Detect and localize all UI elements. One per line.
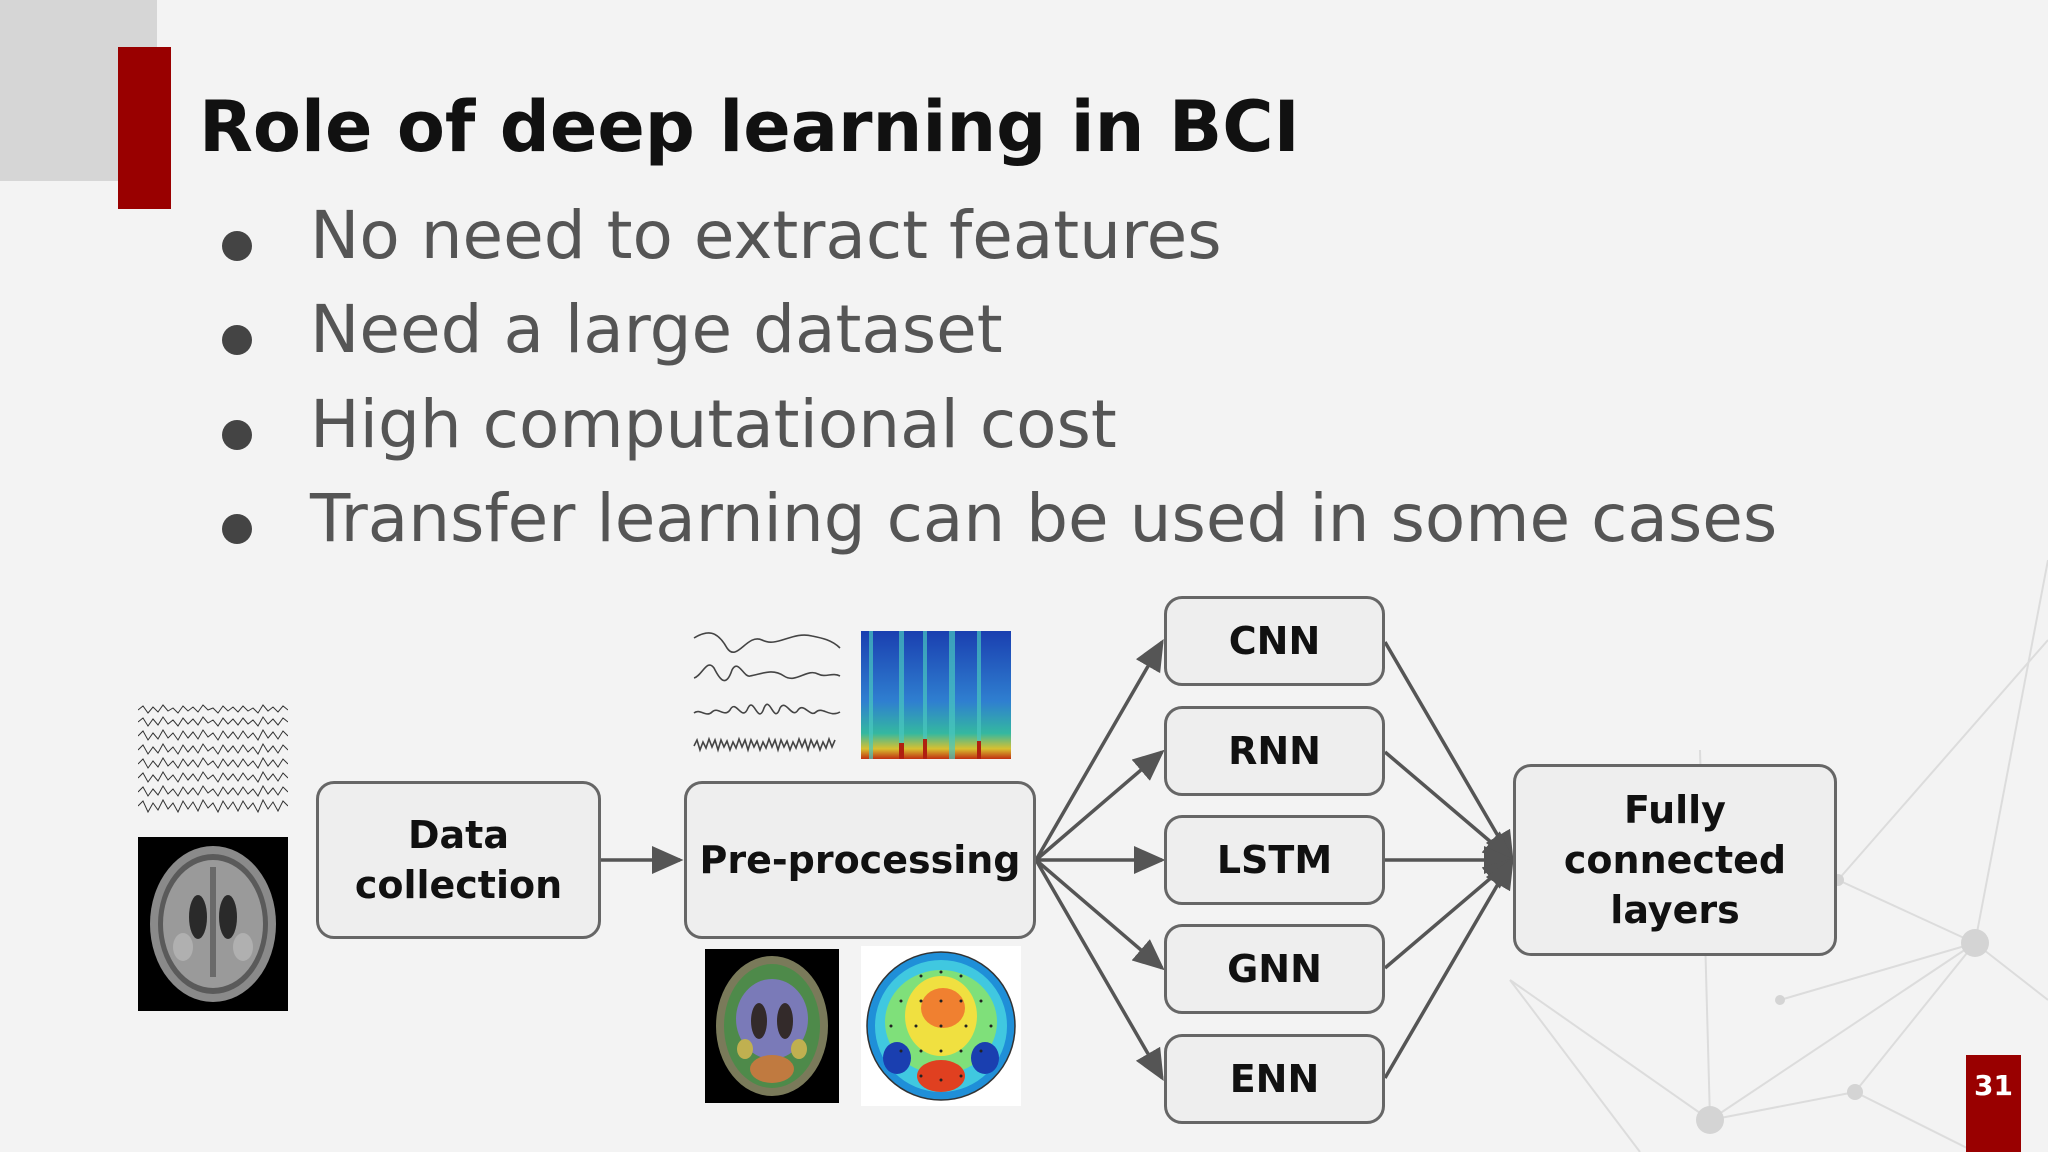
model-label: ENN bbox=[1229, 1056, 1320, 1101]
arrow-to-enn bbox=[1034, 859, 1164, 1082]
model-box-cnn: CNN bbox=[1164, 596, 1385, 686]
bullet-dot bbox=[222, 420, 252, 450]
page-number: 31 bbox=[1966, 1055, 2021, 1152]
arrow-to-rnn bbox=[1034, 749, 1165, 862]
arrow-cnn-to-fc bbox=[1383, 641, 1514, 864]
fully-connected-label: Fully connected layers bbox=[1563, 787, 1787, 933]
bullet-text: Need a large dataset bbox=[310, 291, 1003, 368]
preprocessing-label: Pre-processing bbox=[699, 837, 1021, 882]
bullet-text: Transfer learning can be used in some ca… bbox=[310, 480, 1778, 557]
arrow-to-cnn bbox=[1034, 638, 1164, 861]
model-label: GNN bbox=[1227, 946, 1322, 991]
data-collection-label: Data collection bbox=[354, 812, 563, 907]
brain-mri-image bbox=[138, 837, 288, 1011]
model-box-lstm: LSTM bbox=[1164, 815, 1385, 905]
model-label: CNN bbox=[1228, 618, 1321, 663]
colored-mri-image bbox=[705, 949, 839, 1103]
arrow-to-gnn bbox=[1034, 858, 1165, 971]
bullet-dot bbox=[222, 231, 252, 261]
bullet-dot bbox=[222, 514, 252, 544]
data-collection-box: Data collection bbox=[316, 781, 601, 939]
bullet-dot bbox=[222, 325, 252, 355]
arrow-enn-to-fc bbox=[1383, 856, 1514, 1079]
slide-title: Role of deep learning in BCI bbox=[199, 86, 1300, 168]
model-label: LSTM bbox=[1216, 837, 1333, 882]
preprocessing-box: Pre-processing bbox=[684, 781, 1036, 939]
model-box-gnn: GNN bbox=[1164, 924, 1385, 1014]
model-label: RNN bbox=[1228, 728, 1321, 773]
eeg-topomap-image bbox=[861, 946, 1021, 1106]
fully-connected-box: Fully connected layers bbox=[1513, 764, 1837, 956]
spectrogram-image bbox=[861, 631, 1011, 759]
model-box-rnn: RNN bbox=[1164, 706, 1385, 796]
model-box-enn: ENN bbox=[1164, 1034, 1385, 1124]
bullet-text: No need to extract features bbox=[310, 197, 1222, 274]
waveform-image bbox=[693, 632, 841, 753]
bullet-text: High computational cost bbox=[310, 386, 1117, 463]
arrow-gnn-to-fc bbox=[1383, 857, 1515, 970]
arrow-rnn-to-fc bbox=[1383, 750, 1515, 863]
eeg-signals-image bbox=[138, 704, 288, 814]
accent-bar bbox=[118, 47, 171, 209]
